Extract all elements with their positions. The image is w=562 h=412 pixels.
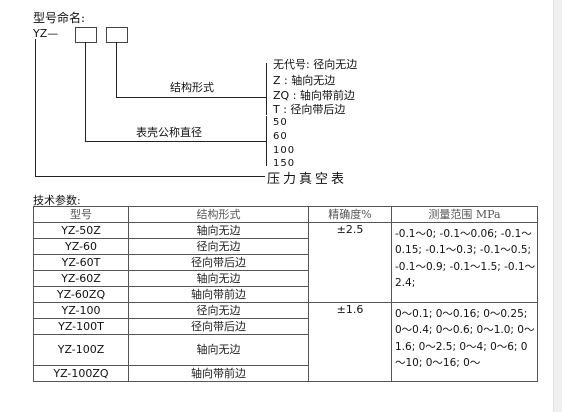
column-header-model: 型号 [33, 206, 129, 223]
structure-cell: 径向带后边 [128, 318, 309, 335]
range-cell: 0～0.1; 0～0.16; 0～0.25; 0～0.4; 0～0.6; 0～1… [391, 302, 538, 382]
diameter-bracket [266, 116, 267, 166]
model-cell: YZ-100 [33, 302, 129, 319]
model-prefix: YZ— [33, 27, 59, 40]
structure-option: ZQ : 轴向带前边 [273, 89, 355, 102]
spec-table: 型号 结构形式 精确度% 测量范围 MPa YZ-50Z 轴向无边 ±2.5 -… [33, 206, 538, 382]
model-cell: YZ-60T [33, 254, 129, 271]
scrollbar[interactable] [553, 0, 562, 412]
diameter-connector-line [85, 42, 86, 141]
column-header-structure: 结构形式 [128, 206, 309, 223]
diameter-value: 150 [273, 158, 296, 169]
structure-horizontal-line [116, 97, 267, 98]
tech-params-label: 技术参数: [33, 194, 81, 207]
structure-cell: 轴向无边 [128, 270, 309, 287]
table-row: YZ-60ZQ 轴向带前边 [33, 286, 538, 303]
column-header-range: 测量范围 MPa [391, 206, 538, 223]
model-cell: YZ-100ZQ [33, 365, 129, 382]
diameter-horizontal-line [85, 141, 267, 142]
model-cell: YZ-60 [33, 238, 129, 255]
structure-option: T : 径向带后边 [273, 103, 346, 116]
structure-code-box [106, 27, 128, 43]
table-row: YZ-50Z 轴向无边 ±2.5 -0.1～0; -0.1～0.06; -0.1… [33, 222, 538, 303]
diameter-label: 表壳公称直径 [136, 126, 202, 139]
structure-cell: 径向无边 [128, 302, 309, 319]
table-row: YZ-100 径向无边 ±1.6 0～0.1; 0～0.16; 0～0.25; … [33, 302, 538, 382]
product-connector-line [35, 176, 265, 177]
structure-option: Z : 轴向无边 [273, 74, 336, 87]
model-cell: YZ-100T [33, 318, 129, 335]
model-naming-label: 型号命名: [33, 11, 86, 25]
model-cell: YZ-100Z [33, 334, 129, 366]
model-cell: YZ-60ZQ [33, 286, 129, 303]
model-cell: YZ-60Z [33, 270, 129, 287]
structure-cell: 轴向带前边 [128, 286, 309, 303]
structure-option: 无代号: 径向无边 [273, 58, 358, 71]
precision-cell: ±1.6 [308, 302, 392, 382]
table-row: YZ-100Z 轴向无边 [33, 334, 538, 366]
table-header-row: 型号 结构形式 精确度% 测量范围 MPa [33, 206, 538, 223]
diameter-value: 60 [273, 131, 288, 142]
structure-bracket [266, 63, 267, 115]
precision-cell: ±2.5 [308, 222, 392, 303]
diameter-value: 50 [273, 117, 288, 128]
range-cell: -0.1～0; -0.1～0.06; -0.1～0.15; -0.1～0.3; … [391, 222, 538, 303]
structure-cell: 径向带后边 [128, 254, 309, 271]
structure-cell: 径向无边 [128, 238, 309, 255]
table-row: YZ-60 径向无边 [33, 238, 538, 255]
structure-label: 结构形式 [170, 81, 214, 94]
structure-cell: 轴向无边 [128, 222, 309, 239]
model-cell: YZ-50Z [33, 222, 129, 239]
table-row: YZ-100ZQ 轴向带前边 [33, 365, 538, 382]
prefix-connector-line [35, 39, 36, 176]
structure-connector-line [116, 42, 117, 97]
structure-cell: 轴向无边 [128, 334, 309, 366]
table-row: YZ-100T 径向带后边 [33, 318, 538, 335]
diameter-value: 100 [273, 145, 296, 156]
product-name: 压力真空表 [267, 172, 348, 187]
diameter-code-box [75, 27, 97, 43]
table-row: YZ-60Z 轴向无边 [33, 270, 538, 287]
column-header-precision: 精确度% [308, 206, 392, 223]
structure-cell: 轴向带前边 [128, 365, 309, 382]
